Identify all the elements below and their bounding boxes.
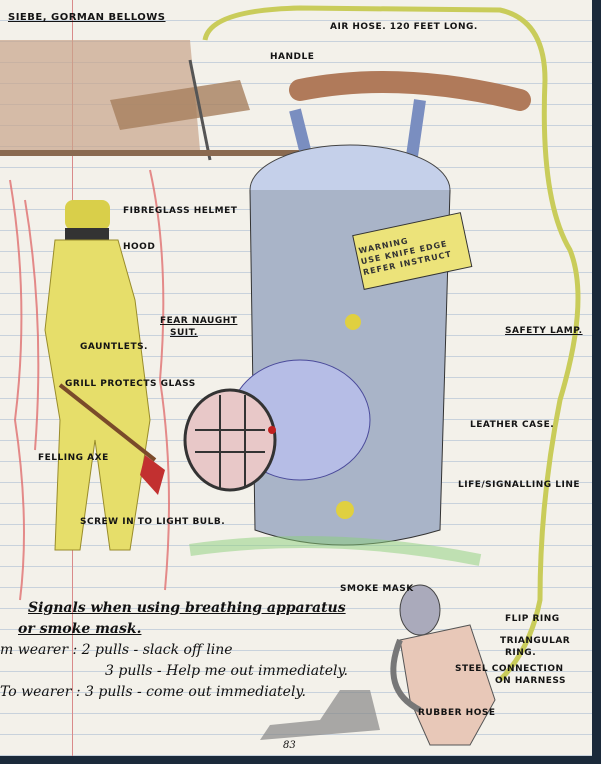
fireman-figure <box>44 200 165 551</box>
label-smoke-mask: SMOKE MASK <box>340 584 414 594</box>
label-flip-ring: FLIP RING <box>505 614 560 624</box>
label-leather-case: LEATHER CASE. <box>470 420 555 430</box>
label-air-hose: AIR HOSE. 120 FEET LONG. <box>330 22 478 32</box>
bellows-drawing <box>0 40 310 161</box>
air-hose <box>202 5 581 682</box>
label-felling-axe: FELLING AXE <box>38 453 109 463</box>
label-handle: HANDLE <box>270 52 315 62</box>
notebook-page: SIEBE, GORMAN BELLOWS AIR HOSE. 120 FEET… <box>0 0 592 756</box>
flames <box>9 169 170 601</box>
safety-lamp-drawing <box>183 71 531 546</box>
label-suit-1: FEAR NAUGHT <box>160 316 238 326</box>
label-triangular-ring-1: TRIANGULAR <box>500 636 571 646</box>
label-safety-lamp: SAFETY LAMP. <box>505 326 583 336</box>
illustration <box>0 5 581 746</box>
notes-heading-1: Signals when using breathing apparatus <box>28 600 346 616</box>
label-grill: GRILL PROTECTS GLASS <box>65 379 196 389</box>
label-helmet: FIBREGLASS HELMET <box>123 206 238 216</box>
label-steel-connection-1: STEEL CONNECTION <box>455 664 564 674</box>
notes-line-3: To wearer : 3 pulls - come out immediate… <box>0 684 306 700</box>
grass <box>189 536 482 566</box>
page-number: 83 <box>283 740 296 751</box>
drawing-title: SIEBE, GORMAN BELLOWS <box>8 12 166 23</box>
label-hood: HOOD <box>123 242 156 252</box>
notes-line-1: m wearer : 2 pulls - slack off line <box>0 642 233 658</box>
label-rubber-hose: RUBBER HOSE <box>418 708 496 718</box>
label-suit-2: SUIT. <box>170 328 198 338</box>
label-gauntlets: GAUNTLETS. <box>80 342 148 352</box>
label-triangular-ring-2: RING. <box>505 648 537 658</box>
label-signalling-line: LIFE/SIGNALLING LINE <box>458 480 581 490</box>
rescuer-figure <box>260 584 496 746</box>
notes-line-2: 3 pulls - Help me out immediately. <box>105 663 349 679</box>
label-screw: SCREW IN TO LIGHT BULB. <box>80 517 226 527</box>
label-steel-connection-2: ON HARNESS <box>495 676 566 686</box>
notes-heading-2: or smoke mask. <box>18 621 142 637</box>
